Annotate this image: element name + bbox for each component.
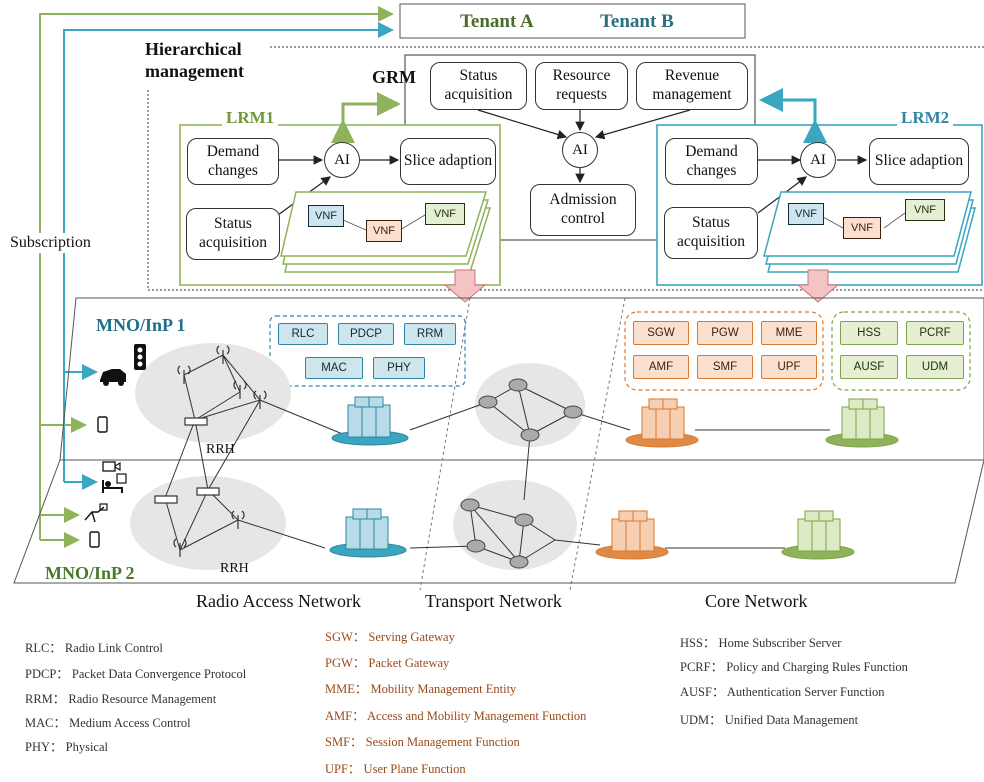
legend-upf: UPF： User Plane Function [325, 762, 466, 776]
ran-fn-rrm: RRM [404, 323, 456, 345]
core-fn-smf: SMF [697, 355, 753, 379]
lrm2-label: LRM2 [897, 109, 954, 126]
lrm2-vnf-3: VNF [905, 199, 945, 221]
lrm1-vnf-2: VNF [366, 220, 402, 242]
core-fn-hss: HSS [840, 321, 898, 345]
hierarchical-label-line2: management [145, 61, 244, 81]
legend-pcrf: PCRF： Policy and Charging Rules Function [680, 660, 908, 674]
subscription-label: Subscription [10, 233, 91, 253]
legend-mme: MME： Mobility Management Entity [325, 682, 517, 696]
grm-ai-node: AI [562, 132, 598, 168]
traffic-light-icon [134, 344, 146, 370]
legend-smf: SMF： Session Management Function [325, 735, 520, 749]
core-fn-pgw: PGW [697, 321, 753, 345]
lrm2-ai-node: AI [800, 142, 836, 178]
grm-label: GRM [372, 67, 416, 87]
legend-ausf: AUSF： Authentication Server Function [680, 685, 885, 699]
lrm1-label: LRM1 [222, 109, 279, 126]
lrm1-vnf-1: VNF [308, 205, 344, 227]
lrm2-demand-changes: Demand changes [665, 138, 758, 185]
ran-fn-rlc: RLC [278, 323, 328, 345]
lrm1-demand-changes: Demand changes [187, 138, 279, 185]
lrm1-vnf-3: VNF [425, 203, 465, 225]
server-clusters [329, 396, 899, 560]
section-core: Core Network [705, 591, 808, 611]
legend-udm: UDM： Unified Data Management [680, 713, 859, 727]
lrm2-vnf-1: VNF [788, 203, 824, 225]
core-fn-upf: UPF [761, 355, 817, 379]
core-fn-amf: AMF [633, 355, 689, 379]
ran-fn-phy: PHY [373, 357, 425, 379]
tenant-box [399, 3, 746, 39]
rrh-label-1: RRH [206, 442, 235, 457]
core-fn-ausf: AUSF [840, 355, 898, 379]
grm-resource-requests: Resource requests [535, 62, 628, 110]
lrm1-ai-node: AI [324, 142, 360, 178]
lrm2-vnf-2: VNF [843, 217, 881, 239]
tenant-b-label: Tenant B [600, 11, 674, 32]
legend-hss: HSS： Home Subscriber Server [680, 636, 842, 650]
section-transport: Transport Network [425, 591, 562, 611]
legend-sgw: SGW： Serving Gateway [325, 630, 455, 644]
legend-pgw: PGW： Packet Gateway [325, 656, 450, 670]
lrm2-status-acquisition: Status acquisition [664, 207, 758, 259]
grm-admission-control: Admission control [530, 184, 636, 236]
grm-status-acquisition: Status acquisition [430, 62, 527, 110]
ran-fn-mac: MAC [305, 357, 363, 379]
legend-amf: AMF： Access and Mobility Management Func… [325, 709, 587, 723]
legend-mac: MAC： Medium Access Control [25, 716, 191, 730]
core-fn-sgw: SGW [633, 321, 689, 345]
core-fn-udm: UDM [906, 355, 964, 379]
core-fn-mme: MME [761, 321, 817, 345]
robot-arm-icon [84, 503, 108, 523]
legend-phy: PHY： Physical [25, 740, 108, 754]
lrm1-slice-adaption: Slice adaption [400, 138, 496, 185]
lrm2-slice-adaption: Slice adaption [869, 138, 969, 185]
tenant-a-label: Tenant A [460, 11, 534, 32]
legend-rlc: RLC： Radio Link Control [25, 641, 163, 655]
phone-icon-2 [89, 531, 100, 548]
legend-pdcp: PDCP： Packet Data Convergence Protocol [25, 667, 247, 681]
legend-rrm: RRM： Radio Resource Management [25, 692, 217, 706]
lrm1-status-acquisition: Status acquisition [186, 208, 280, 260]
core-fn-pcrf: PCRF [906, 321, 964, 345]
grm-revenue-management: Revenue management [636, 62, 748, 110]
hospital-bed-icon [102, 473, 127, 493]
mno1-label: MNO/InP 1 [96, 315, 186, 335]
section-ran: Radio Access Network [196, 591, 361, 611]
rrh-label-2: RRH [220, 561, 249, 576]
car-icon [100, 369, 126, 386]
phone-icon [97, 416, 108, 433]
hierarchical-label-line1: Hierarchical [145, 39, 242, 59]
ran-fn-pdcp: PDCP [338, 323, 394, 345]
mno2-label: MNO/InP 2 [45, 563, 135, 583]
video-call-icon [102, 461, 121, 472]
